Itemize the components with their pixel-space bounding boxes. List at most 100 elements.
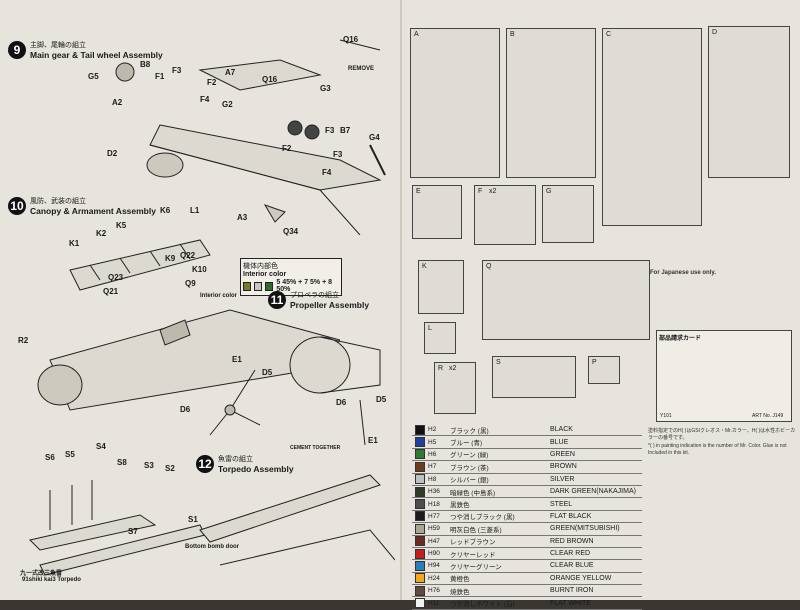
part-s2: S2	[165, 464, 175, 473]
step-10-header: 10 風防、武装の組立 Canopy & Armament Assembly	[8, 196, 156, 216]
part-f1: F1	[155, 72, 165, 81]
sprue-label: S	[496, 359, 501, 366]
color-swatch	[415, 449, 425, 460]
color-code: H7	[428, 463, 437, 471]
torpedo-label: 91shiki kai3 Torpedo	[22, 577, 81, 583]
step-number: 10	[8, 197, 26, 215]
sprue-e: E	[412, 185, 462, 239]
step-12-header: 12 魚雷の組立 Torpedo Assembly	[196, 454, 294, 474]
part-b8: B8	[140, 60, 151, 69]
step-title-en: Main gear & Tail wheel Assembly	[30, 50, 163, 60]
color-code: H6	[428, 450, 437, 458]
part-f2: F2	[207, 78, 217, 87]
part-s1: S1	[188, 515, 198, 524]
part-f4b: F4	[322, 168, 332, 177]
color-code: H18	[428, 500, 440, 508]
part-q34: Q34	[283, 227, 299, 236]
color-swatch	[415, 536, 425, 547]
color-callout-en: Interior color	[243, 271, 287, 278]
step-9-drawing	[115, 39, 386, 235]
sprue-label: L	[428, 325, 432, 332]
part-k9: K9	[165, 254, 176, 263]
interior-note: Interior color	[200, 293, 238, 299]
step-9-header: 9 主脚、尾輪の組立 Main gear & Tail wheel Assemb…	[8, 40, 163, 60]
color-name-en: DARK GREEN(NAKAJIMA)	[550, 488, 636, 496]
part-s3: S3	[144, 461, 154, 470]
part-s6: S6	[45, 453, 55, 462]
color-code: H94	[428, 562, 440, 570]
sprue-q: Q	[482, 260, 650, 340]
part-g4: G4	[369, 133, 380, 142]
torpedo-jp: 九一式改三魚雷	[20, 571, 63, 577]
color-name-jp: クリヤーグリーン	[450, 563, 502, 571]
color-code: H5	[428, 438, 437, 446]
color-code: H24	[428, 574, 440, 582]
sprue-label: G	[546, 188, 552, 195]
color-name-jp: ブラック (黒)	[450, 427, 489, 435]
color-mix-text: 5 45% + 7 5% + 8 50%	[276, 279, 333, 293]
part-q9: Q9	[185, 279, 196, 288]
color-row: H5 ブルー (青) BLUE	[412, 436, 642, 449]
color-name-en: CLEAR BLUE	[550, 562, 594, 570]
part-a7: A7	[225, 68, 236, 77]
sprue-label: E	[416, 188, 421, 195]
sprue-s: S	[492, 356, 576, 398]
sprue-label: K	[422, 263, 427, 270]
parts-order-card: 部品請求カード Y101	[656, 330, 792, 422]
sprue-l: L	[424, 322, 456, 354]
step-number: 12	[196, 455, 214, 473]
color-name-en: STEEL	[550, 500, 573, 508]
step-title-jp: 風防、武装の組立	[30, 198, 86, 205]
part-s5: S5	[65, 450, 75, 459]
japanese-users-note: For Japanese use only.	[650, 270, 790, 277]
bomb-door-label: Bottom bomb door	[185, 544, 239, 550]
color-name-jp: ブラウン (茶)	[450, 464, 489, 472]
color-swatch	[415, 499, 425, 510]
color-name-en: RED BROWN	[550, 537, 594, 545]
step-10-drawing	[37, 239, 340, 411]
swatch-8	[265, 281, 274, 291]
part-s7: S7	[128, 527, 138, 536]
step-title-jp: 魚雷の組立	[218, 456, 253, 463]
color-name-en: FLAT WHITE	[550, 599, 591, 607]
sprue-label: R	[438, 365, 444, 372]
color-name-jp: クリヤーレッド	[450, 551, 496, 559]
paint-note: 塗料指定でのH( )はGSIクレオス・Mr.カラー、H( )は水性ホビーカラーの…	[648, 428, 798, 456]
part-d6b: D6	[336, 398, 347, 407]
part-k10: K10	[192, 265, 207, 274]
part-l1: L1	[190, 206, 200, 215]
color-name-jp: ブルー (青)	[450, 440, 483, 448]
color-code: H77	[428, 512, 440, 520]
color-callout-jp: 機体内部色	[243, 263, 278, 270]
part-k1: K1	[69, 239, 80, 248]
page-fold	[400, 0, 402, 600]
japanese-use-label: For Japanese use only.	[650, 270, 716, 276]
part-a2: A2	[112, 98, 123, 107]
part-f4: F4	[200, 95, 210, 104]
color-swatch	[415, 424, 425, 435]
color-name-en: BURNT IRON	[550, 587, 594, 595]
part-s4: S4	[96, 442, 106, 451]
color-name-en: BROWN	[550, 463, 577, 471]
color-name-jp: レッドブラウン	[450, 539, 496, 547]
color-name-jp: シルバー (銀)	[450, 477, 489, 485]
parts-card-title: 部品請求カード	[659, 336, 702, 342]
color-name-en: BLUE	[550, 438, 569, 446]
color-swatch	[415, 461, 425, 472]
color-row: H94 クリヤーグリーン CLEAR BLUE	[412, 560, 642, 573]
step-title-en: Torpedo Assembly	[218, 464, 294, 474]
swatch-7	[254, 281, 263, 291]
sprue-p: P	[588, 356, 620, 384]
color-name-en: GREEN(MITSUBISHI)	[550, 525, 620, 533]
step-title-jp: 主脚、尾輪の組立	[30, 42, 86, 49]
part-q16: Q16	[343, 35, 359, 44]
left-page: 9 主脚、尾輪の組立 Main gear & Tail wheel Assemb…	[0, 0, 400, 600]
color-code: H47	[428, 537, 440, 545]
